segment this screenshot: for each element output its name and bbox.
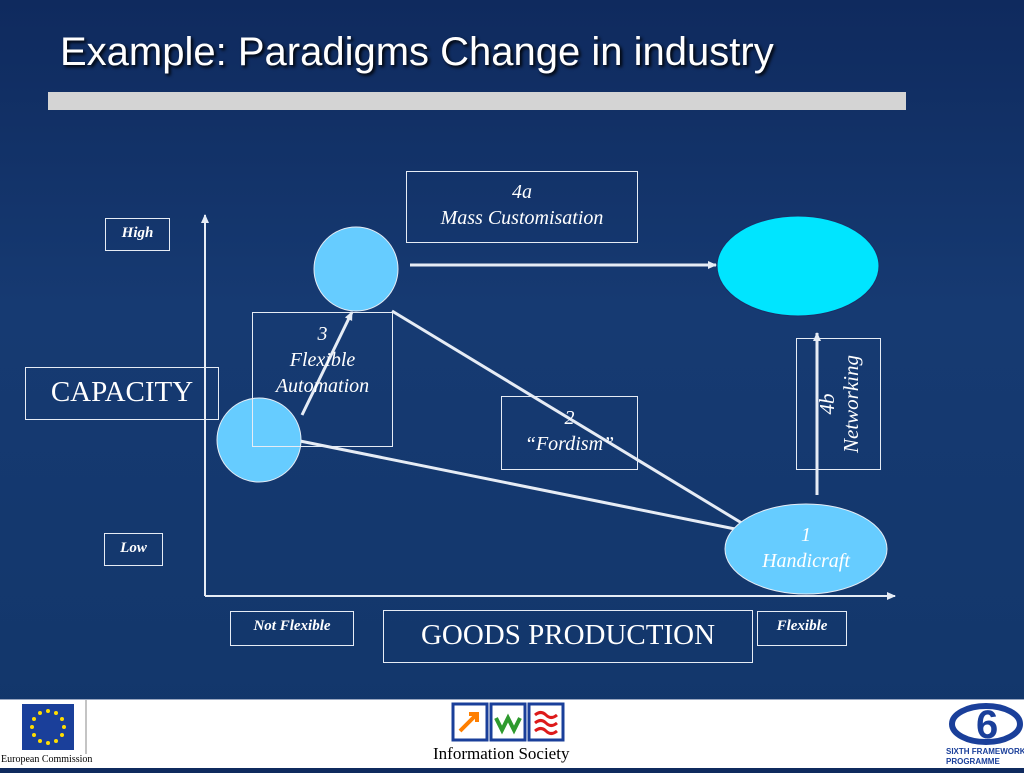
x-axis-right-label: Flexible [757,611,847,646]
european-commission-text: European Commission [1,754,93,765]
svg-text:6: 6 [976,703,998,746]
stage-3-name-line1: Flexible [289,349,356,371]
information-society-icon [451,702,565,742]
eu-flag-icon [22,700,87,754]
flexible-automation-node-circle [313,226,399,312]
european-commission-logo: European Commission [0,700,110,768]
stage-4b-label-box: 4b Networking [796,338,881,470]
information-society-logo: Information Society [433,700,585,768]
slide-title: Example: Paradigms Change in industry [60,30,774,74]
stage-4a-label-box: 4a Mass Customisation [406,171,638,243]
stage-4a-name: Mass Customisation [440,207,604,229]
mass-customisation-node-ellipse [716,215,880,317]
handicraft-node-ellipse [724,503,888,595]
x-axis-title: GOODS PRODUCTION [383,610,753,663]
stage-2-id: 2 [564,407,575,429]
stage-1-id: 1 [801,524,811,546]
y-axis-low-label: Low [104,533,163,566]
sixth-framework-icon: 6 [949,703,1023,747]
stage-4b-text: 4b Networking [815,355,863,453]
stage-2-label-box: 2 “Fordism” [501,396,638,470]
stage-4a-id: 4a [512,181,532,203]
stage-3-id: 3 [317,323,328,345]
connector-handicraft-to-flexible [391,309,746,527]
x-axis-left-label: Not Flexible [230,611,354,646]
diagram-canvas [201,214,896,600]
sixth-framework-text-line2: PROGRAMME [946,757,1000,766]
footer-logo-bar: European Commission Information Society … [0,700,1024,768]
stage-3-name-line2: Automation [275,375,370,397]
footer-divider [0,699,1024,700]
fordism-node-circle [216,397,302,483]
y-axis-title: CAPACITY [25,367,219,420]
connector-handicraft-to-fordism [299,439,741,532]
arrow-fordism-to-flexible [300,311,354,416]
title-underline-bar [48,92,906,110]
stage-1-label: 1 Handicraft [725,522,887,574]
sixth-framework-text-line1: SIXTH FRAMEWORK [946,747,1024,756]
stage-4b-id: 4b [814,393,839,415]
stage-2-name: “Fordism” [524,433,615,455]
y-axis-high-label: High [105,218,170,251]
sixth-framework-logo: 6 SIXTH FRAMEWORK PROGRAMME [946,700,1024,768]
stage-1-name: Handicraft [762,550,850,572]
stage-4b-name: Networking [838,355,863,453]
information-society-text: Information Society [433,744,570,763]
stage-3-label-box: 3 Flexible Automation [252,312,393,447]
